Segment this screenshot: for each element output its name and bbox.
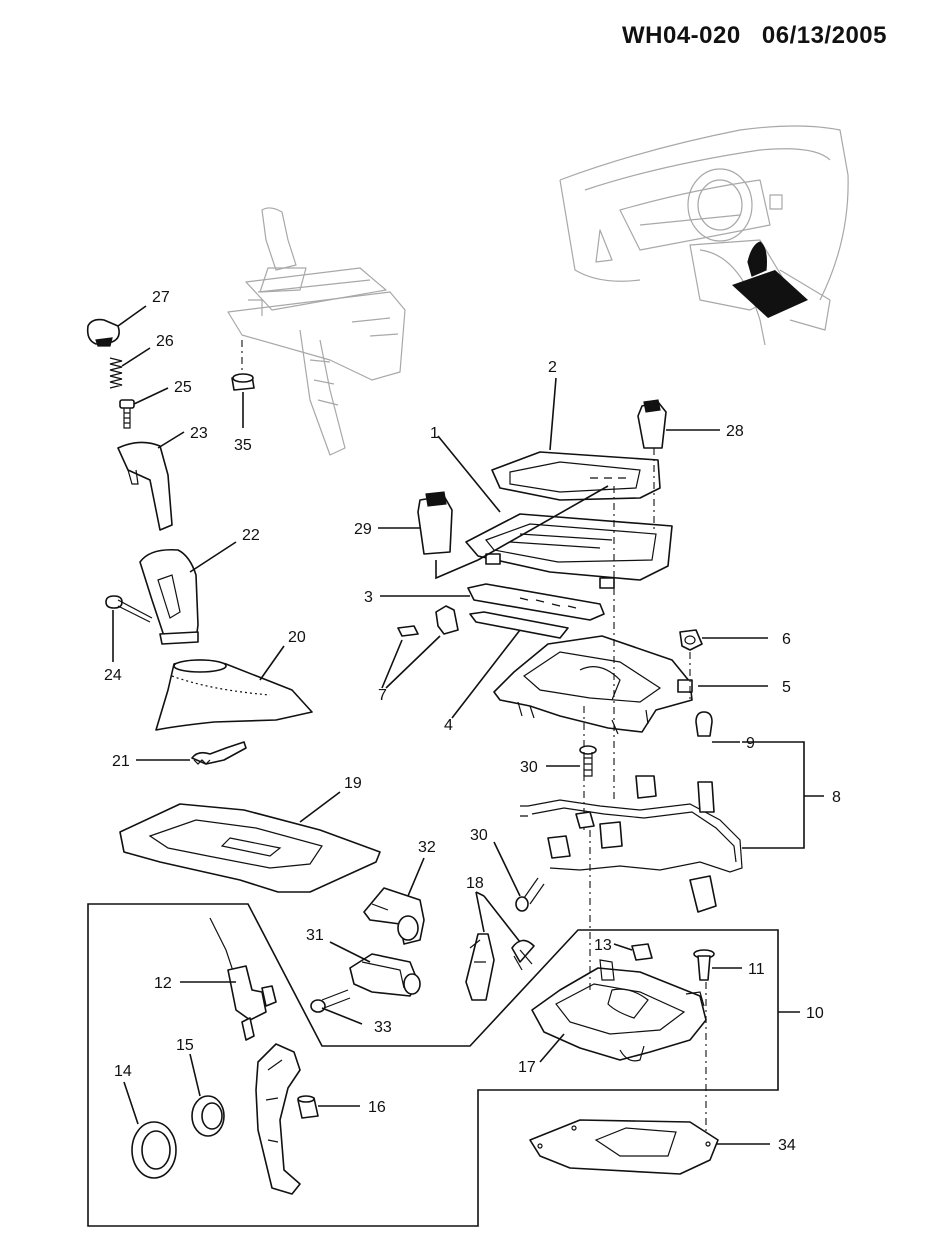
callout-5: 5 <box>782 679 791 696</box>
callout-1: 1 <box>430 425 439 442</box>
callout-21: 21 <box>112 753 130 770</box>
part-30-screw-lower <box>493 841 545 912</box>
part-7-bulbs <box>381 605 459 689</box>
callout-labels: 1 2 3 4 5 6 7 8 9 10 11 12 13 14 15 16 1… <box>104 289 841 1154</box>
dashboard-overview-illustration <box>559 125 849 346</box>
callout-23: 23 <box>190 425 208 442</box>
part-16-bushing <box>297 1095 360 1119</box>
callout-2: 2 <box>548 359 557 376</box>
part-27-knob-cap <box>86 305 147 347</box>
callout-34: 34 <box>778 1137 796 1154</box>
part-6-clip <box>679 629 768 700</box>
callout-26: 26 <box>156 333 174 350</box>
callout-30-lower: 30 <box>470 827 488 844</box>
part-18-retainer-clips <box>465 891 535 1001</box>
shifter-assembly-overview-illustration <box>227 207 406 456</box>
callout-22: 22 <box>242 527 260 544</box>
part-shift-lever-arm <box>255 1043 301 1195</box>
part-17-base-housing <box>531 830 707 1063</box>
part-8-wiring-harness <box>520 741 824 913</box>
callout-31: 31 <box>306 927 324 944</box>
callout-33: 33 <box>374 1019 392 1036</box>
part-12-shift-cable <box>180 917 277 1041</box>
part-14-ring <box>123 1081 177 1179</box>
callout-12: 12 <box>154 975 172 992</box>
callout-35: 35 <box>234 437 252 454</box>
part-26-spring <box>109 347 151 389</box>
callout-13: 13 <box>594 937 612 954</box>
callout-18: 18 <box>466 875 484 892</box>
part-13-nut <box>613 943 653 961</box>
part-20-shift-boot <box>155 645 313 731</box>
callout-3: 3 <box>364 589 373 606</box>
callout-9: 9 <box>746 735 755 752</box>
callout-28: 28 <box>726 423 744 440</box>
callout-6: 6 <box>782 631 791 648</box>
drawing-date: 06/13/2005 <box>761 22 887 49</box>
callout-29: 29 <box>354 521 372 538</box>
part-22-shift-knob <box>139 541 237 645</box>
cable-and-lever-group-frame <box>87 903 779 1227</box>
part-32-bracket <box>363 857 425 945</box>
part-21-cable-tie <box>136 741 247 765</box>
part-9-bulb <box>695 711 740 743</box>
callout-27: 27 <box>152 289 170 306</box>
part-4-light-guide <box>451 611 569 719</box>
callout-24: 24 <box>104 667 122 684</box>
part-25-screw <box>119 387 169 429</box>
part-24-screw <box>105 595 153 662</box>
callout-15: 15 <box>176 1037 194 1054</box>
part-30-screw-upper <box>546 745 597 777</box>
part-23-knob-insert <box>117 431 185 531</box>
part-28-switch <box>637 399 720 530</box>
part-19-trim-plate <box>119 791 381 893</box>
part-31-shift-lock-solenoid <box>329 941 421 997</box>
part-34-insulator-pad <box>529 1119 770 1175</box>
part-33-screw <box>310 989 363 1025</box>
part-11-push-pin <box>693 949 742 1140</box>
callout-14: 14 <box>114 1063 132 1080</box>
callout-4: 4 <box>444 717 453 734</box>
callout-7: 7 <box>378 687 387 704</box>
callout-25: 25 <box>174 379 192 396</box>
part-35-grommet <box>231 340 255 428</box>
callout-32: 32 <box>418 839 436 856</box>
callout-8: 8 <box>832 789 841 806</box>
callout-16: 16 <box>368 1099 386 1116</box>
part-3-indicator-strip <box>380 583 605 621</box>
part-5-shifter-housing <box>493 486 768 830</box>
callout-19: 19 <box>344 775 362 792</box>
callout-17: 17 <box>518 1059 536 1076</box>
callout-11: 11 <box>748 961 765 978</box>
part-1-console-bezel <box>435 435 673 589</box>
diagram-header: WH04-020 06/13/2005 <box>608 22 887 50</box>
part-2-indicator-bezel <box>491 377 661 501</box>
callout-20: 20 <box>288 629 306 646</box>
part-15-bushing <box>189 1053 225 1137</box>
part-29-switch <box>378 491 453 555</box>
callout-30-upper: 30 <box>520 759 538 776</box>
callout-10: 10 <box>806 1005 824 1022</box>
drawing-code: WH04-020 <box>621 22 741 49</box>
